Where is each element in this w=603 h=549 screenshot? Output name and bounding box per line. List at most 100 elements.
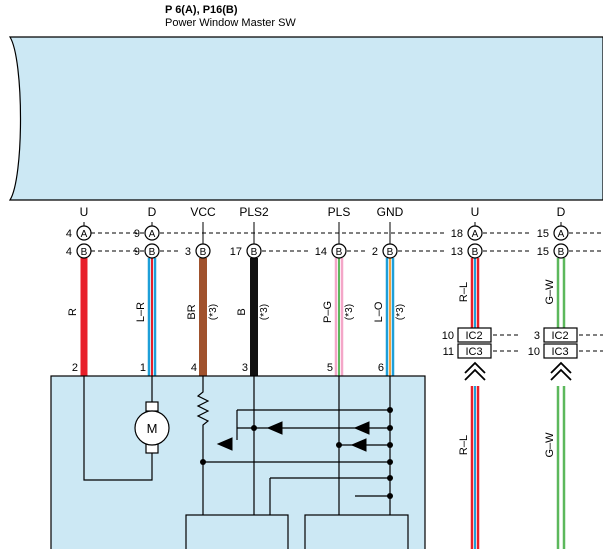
pin-gnd-b: 2 — [372, 246, 378, 258]
junction-dot — [387, 407, 393, 413]
pin-d2-b: 15 — [537, 246, 549, 258]
terminal-d-label: D — [148, 205, 157, 219]
terminal-pls2-label: PLS2 — [239, 205, 269, 219]
connector-title: P 6(A), P16(B) — [165, 4, 238, 16]
connector-letter: B — [251, 247, 258, 258]
wire-note: (*3) — [395, 304, 406, 320]
wire-label-gw: G–W — [544, 279, 556, 305]
connector-d-a — [144, 225, 160, 241]
wire-note: (*3) — [259, 304, 270, 320]
component-name: Power Window Master SW — [165, 17, 296, 29]
wire-label-r: R — [67, 308, 79, 316]
connector-pls2-b — [246, 243, 262, 259]
pin-d-a: 9 — [134, 228, 140, 240]
wire-label-rl: R–L — [458, 282, 470, 302]
wire-pls-pg — [334, 258, 344, 376]
ic-block-right — [304, 514, 409, 549]
pin-d2-a: 15 — [537, 228, 549, 240]
junction-dot — [200, 459, 206, 465]
connector-d-b — [144, 243, 160, 259]
connector-u2-b — [467, 243, 483, 259]
terminal-u-label: U — [80, 205, 89, 219]
pin-bottom-pls2: 3 — [242, 362, 248, 374]
terminal-gnd-label: GND — [377, 205, 404, 219]
terminal-vcc-label: VCC — [190, 205, 216, 219]
connector-letter: A — [558, 229, 565, 240]
connector-vcc-b — [195, 243, 211, 259]
ic3-box-right — [543, 343, 578, 359]
chevron-up-icon — [550, 361, 572, 381]
wire-d2-gw — [556, 258, 566, 549]
ic2-label: IC2 — [551, 330, 568, 342]
connector-letter: B — [81, 247, 88, 258]
connector-letter: B — [336, 247, 343, 258]
motor-label: M — [147, 421, 158, 436]
wire-label-lr: L–R — [135, 302, 147, 322]
pin-vcc-b: 3 — [185, 246, 191, 258]
chevron-up-icon — [464, 361, 486, 381]
diode-icon — [353, 421, 370, 435]
junction-dot — [387, 493, 393, 499]
ic-block-left — [185, 514, 289, 549]
pin-bottom-pls: 5 — [327, 362, 333, 374]
connector-letter: A — [149, 229, 156, 240]
connector-letter: B — [149, 247, 156, 258]
pin-bottom-u: 2 — [72, 362, 78, 374]
ic3-label: IC3 — [465, 346, 482, 358]
wire-label-lo: L–O — [373, 301, 385, 322]
pin-u2-b: 13 — [451, 246, 463, 258]
diode-icon — [216, 437, 233, 451]
terminal-d2-label: D — [557, 205, 566, 219]
pin-bottom-gnd: 6 — [378, 362, 384, 374]
pin-ic-left-bottom: 11 — [443, 346, 454, 358]
motor-terminal-top — [145, 401, 159, 412]
junction-dot — [387, 475, 393, 481]
connector-u-a — [76, 225, 92, 241]
junction-dot — [387, 442, 393, 448]
ic2-box-left — [457, 327, 492, 343]
connector-letter: A — [472, 229, 479, 240]
switch-body — [8, 36, 603, 201]
connector-pls-b — [331, 243, 347, 259]
ic3-label: IC3 — [551, 346, 568, 358]
pin-bottom-vcc: 4 — [191, 362, 197, 374]
pin-u-b: 4 — [66, 246, 72, 258]
connector-u-b — [76, 243, 92, 259]
connector-gnd-b — [382, 243, 398, 259]
wire-label-gw-low: G–W — [544, 432, 556, 458]
diode-icon — [266, 421, 283, 435]
wire-gnd-lo — [385, 258, 395, 376]
connector-d2-b — [553, 243, 569, 259]
connector-letter: A — [81, 229, 88, 240]
wire-label-b: B — [236, 308, 248, 315]
pin-bottom-d: 1 — [140, 362, 146, 374]
wire-d-lr — [147, 258, 157, 376]
terminal-pls-label: PLS — [328, 205, 351, 219]
connector-letter: B — [472, 247, 479, 258]
pin-ic-right-bottom: 10 — [528, 346, 540, 358]
wire-label-pg: P–G — [322, 301, 334, 323]
internal-circuit — [83, 376, 391, 515]
connector-letter: B — [558, 247, 565, 258]
junction-dot — [251, 425, 257, 431]
pin-ic-right-top: 3 — [534, 330, 540, 342]
ic3-box-left — [457, 343, 492, 359]
pin-pls2-b: 17 — [230, 246, 242, 258]
wire-label-br: BR — [186, 304, 198, 319]
junction-dot — [387, 459, 393, 465]
pin-u-a: 4 — [66, 228, 72, 240]
junction-dot — [336, 442, 342, 448]
pin-ic-left-top: 10 — [442, 330, 454, 342]
wire-note: (*3) — [344, 304, 355, 320]
pin-d-b: 9 — [134, 246, 140, 258]
pin-u2-a: 18 — [451, 228, 463, 240]
junction-dot — [387, 425, 393, 431]
connector-d2-a — [553, 225, 569, 241]
wire-note: (*3) — [208, 304, 219, 320]
wire-label-rl-low: R–L — [458, 435, 470, 455]
diode-icon — [350, 438, 367, 452]
wire-u2-rl — [470, 258, 480, 549]
connector-u2-a — [467, 225, 483, 241]
ic2-label: IC2 — [465, 330, 482, 342]
